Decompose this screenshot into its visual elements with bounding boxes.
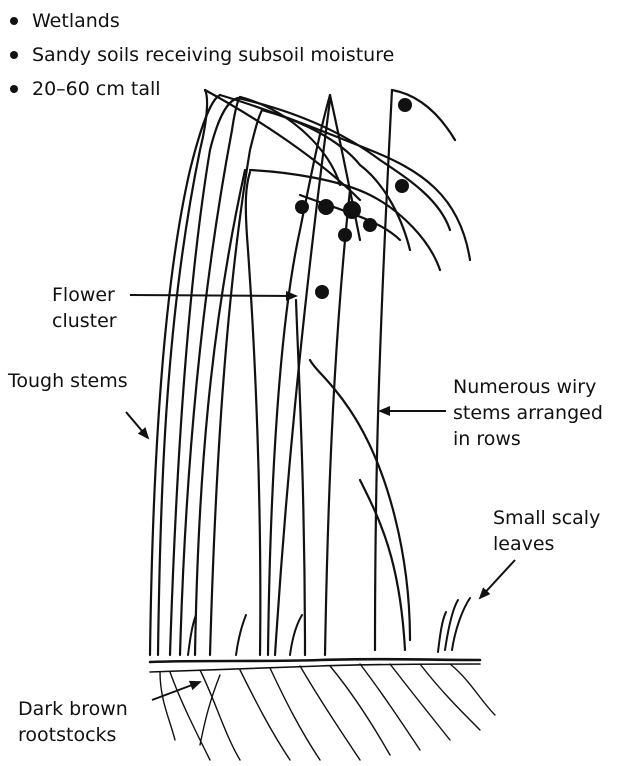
arching-stem bbox=[392, 90, 455, 140]
rhizome bbox=[150, 664, 480, 672]
stem bbox=[210, 110, 262, 655]
label-line: in rows bbox=[453, 426, 603, 452]
label-line: Small scaly bbox=[493, 505, 600, 531]
root bbox=[300, 666, 360, 760]
scaly-leaf bbox=[290, 615, 302, 655]
numerous-wiry-label: Numerous wiry stems arranged in rows bbox=[453, 374, 603, 452]
flower-cluster bbox=[363, 218, 377, 232]
root bbox=[270, 668, 320, 760]
label-line: Tough stems bbox=[8, 368, 128, 394]
label-line: Numerous wiry bbox=[453, 374, 603, 400]
arching-stem bbox=[250, 170, 440, 270]
flower-cluster bbox=[318, 199, 334, 215]
label-line: stems arranged bbox=[453, 400, 603, 426]
stem bbox=[360, 480, 405, 650]
flower-cluster-label: Flower cluster bbox=[52, 282, 117, 334]
root bbox=[160, 672, 175, 740]
basal-leaves-group bbox=[188, 598, 470, 655]
tough-stems-arrow bbox=[126, 412, 148, 438]
label-line: leaves bbox=[493, 531, 600, 557]
label-line: rootstocks bbox=[18, 722, 128, 748]
stem bbox=[325, 190, 350, 655]
label-line: Flower bbox=[52, 282, 117, 308]
flower-cluster bbox=[343, 201, 361, 219]
stem bbox=[375, 90, 392, 650]
root bbox=[390, 664, 450, 740]
flower-cluster bbox=[395, 179, 409, 193]
roots-group bbox=[160, 664, 495, 760]
dark-brown-arrow bbox=[152, 682, 200, 700]
label-line: Dark brown bbox=[18, 696, 128, 722]
stem bbox=[180, 97, 240, 655]
root bbox=[420, 664, 480, 730]
stems-group bbox=[150, 90, 470, 655]
stem bbox=[246, 172, 261, 655]
tough-stems-label: Tough stems bbox=[8, 368, 128, 394]
stem bbox=[310, 360, 410, 640]
root bbox=[330, 666, 390, 755]
flower-cluster bbox=[315, 285, 329, 299]
small-scaly-label: Small scaly leaves bbox=[493, 505, 600, 557]
dark-brown-label: Dark brown rootstocks bbox=[18, 696, 128, 748]
flower-cluster bbox=[295, 200, 309, 214]
flower-cluster bbox=[338, 228, 352, 242]
scaly-leaf bbox=[445, 600, 458, 650]
flower-cluster bbox=[398, 98, 412, 112]
flower-cluster-arrow bbox=[130, 295, 296, 296]
annotation-arrows bbox=[126, 295, 515, 700]
rhizome bbox=[150, 659, 480, 662]
stem bbox=[170, 98, 238, 655]
stem bbox=[275, 100, 330, 655]
small-scaly-arrow bbox=[480, 560, 515, 598]
root bbox=[360, 664, 420, 750]
root bbox=[240, 670, 290, 760]
root bbox=[450, 664, 495, 715]
label-line: cluster bbox=[52, 308, 117, 334]
root bbox=[200, 670, 240, 760]
scaly-leaf bbox=[236, 615, 246, 655]
